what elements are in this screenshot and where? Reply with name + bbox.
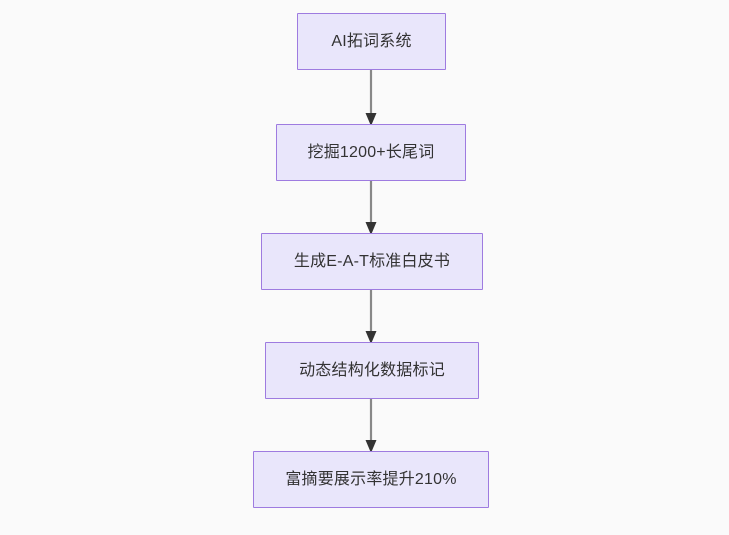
flow-node-label: 动态结构化数据标记 [299,361,445,379]
flow-node-label: AI拓词系统 [331,32,412,50]
flow-node-generate-eat-whitepaper[interactable]: 生成E-A-T标准白皮书 [261,233,483,290]
flow-node-label: 挖掘1200+长尾词 [307,143,435,161]
flow-node-rich-snippet-impression-uplift[interactable]: 富摘要展示率提升210% [253,451,489,508]
flow-node-ai-keyword-system[interactable]: AI拓词系统 [297,13,446,70]
flow-node-mine-longtail-keywords[interactable]: 挖掘1200+长尾词 [276,124,466,181]
edge-n1-n2 [356,68,386,128]
flow-node-dynamic-structured-data-markup[interactable]: 动态结构化数据标记 [265,342,479,399]
edge-n2-n3 [356,179,386,237]
edge-n3-n4 [356,288,386,346]
edge-n4-n5 [356,397,386,455]
flow-node-label: 富摘要展示率提升210% [285,470,457,488]
flow-node-label: 生成E-A-T标准白皮书 [293,252,451,270]
